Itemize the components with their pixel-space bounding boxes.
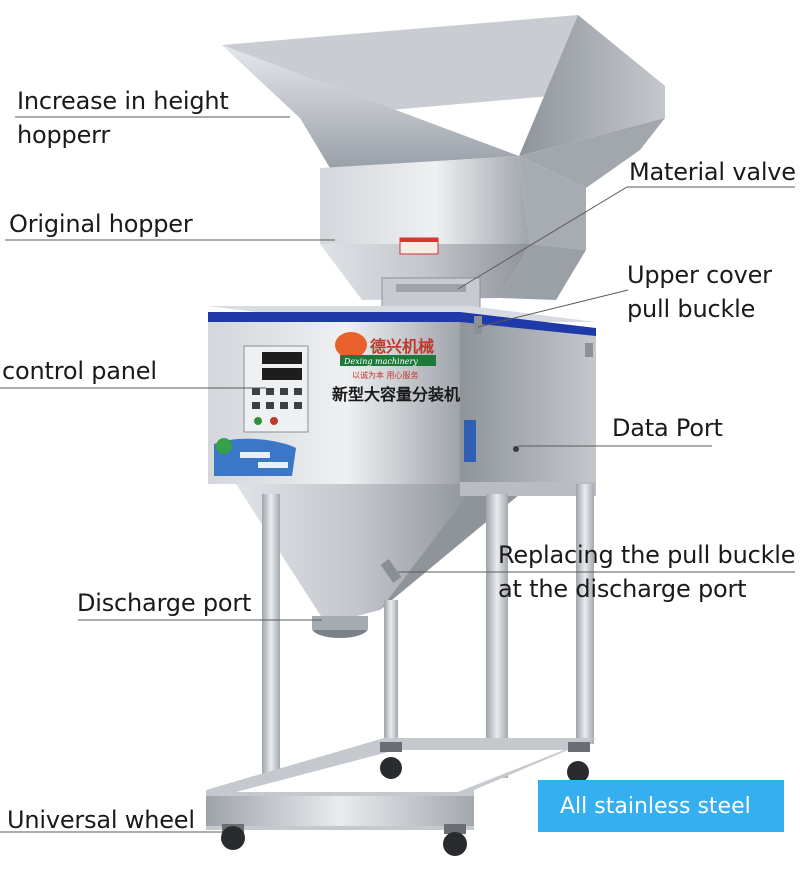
material-valve [381, 277, 481, 309]
discharge-outlet-ring [312, 616, 368, 630]
key [266, 402, 274, 409]
display-count [262, 368, 302, 380]
sticker-tag [258, 462, 288, 468]
base-frame-front [206, 796, 474, 826]
upper-hopper-lower-right [519, 118, 665, 188]
key [266, 388, 274, 395]
upper-cover-buckle [474, 316, 482, 334]
model-name-cn: 新型大容量分装机 [332, 385, 460, 404]
side-info-plate [464, 420, 476, 462]
brand-ribbon [340, 355, 436, 366]
label-hopper-heightened: Increase in height hopperr [17, 87, 229, 149]
label-discharge-buckle: Replacing the pull buckle at the dischar… [498, 541, 796, 603]
sticker-leaf [216, 438, 232, 454]
wheel-tire [380, 757, 402, 779]
original-hopper-taper-right [500, 244, 586, 300]
upper-hopper-front [222, 45, 519, 168]
upper-hopper-right [519, 15, 665, 156]
material-banner-text: All stainless steel [560, 793, 751, 819]
leg-back-left [384, 600, 398, 744]
label-control-panel: control panel [2, 357, 157, 385]
original-hopper-band-front [320, 156, 530, 244]
discharge-cone [236, 484, 476, 624]
label-upper-cover-buckle: Upper cover pull buckle [627, 261, 772, 323]
label-hopper-original: Original hopper [9, 210, 193, 238]
start-button [270, 417, 278, 425]
keypad [252, 388, 302, 409]
key [280, 402, 288, 409]
wheel-tire [221, 826, 245, 850]
leader-material-valve [457, 186, 795, 290]
main-body-side [460, 318, 596, 484]
leg-back-right [576, 484, 594, 744]
wheel-tire [443, 832, 467, 856]
wheel-bracket [444, 824, 466, 834]
material-banner: All stainless steel [538, 780, 784, 832]
key [252, 402, 260, 409]
key [294, 388, 302, 395]
discharge-buckle [380, 559, 402, 583]
machine-illustration: 德兴机械 Dexing machinery 以诚为本 用心服务 新型大容量分装机 [206, 15, 665, 856]
key [252, 388, 260, 395]
wheel-tire [567, 761, 589, 783]
key [294, 402, 302, 409]
hopper-warning-stripe [400, 238, 438, 242]
original-hopper-band-right [519, 156, 586, 250]
wheel-bracket [380, 742, 402, 752]
leg-front-right [486, 494, 508, 778]
leader-lines [0, 116, 795, 833]
leg-front-left [262, 494, 280, 794]
discharge-cone-side [380, 484, 520, 610]
leader-upper-cover [477, 289, 629, 328]
power-button [254, 417, 262, 425]
universal-wheel [443, 824, 467, 856]
upper-cover-buckle-right [585, 343, 593, 357]
material-valve-slot [396, 284, 466, 292]
key [280, 388, 288, 395]
data-port [513, 446, 519, 452]
universal-wheel [221, 824, 245, 850]
brand-slogan: 以诚为本 用心服务 [352, 370, 419, 380]
label-material-valve: Material valve [629, 158, 796, 186]
universal-wheel [380, 742, 402, 779]
brand-name-cn: 德兴机械 [370, 337, 434, 356]
sticker-tag [240, 452, 270, 458]
label-discharge-port: Discharge port [77, 589, 252, 617]
blue-trim-stripe [208, 312, 596, 336]
wheel-bracket [568, 742, 590, 752]
universal-wheel [567, 742, 590, 783]
display-weight [262, 352, 302, 364]
brand-name-en: Dexing machinery [343, 357, 418, 366]
label-universal-wheel: Universal wheel [7, 806, 195, 834]
label-data-port: Data Port [612, 414, 723, 442]
brand-badge [335, 332, 367, 358]
stand-top-rail [460, 482, 596, 496]
